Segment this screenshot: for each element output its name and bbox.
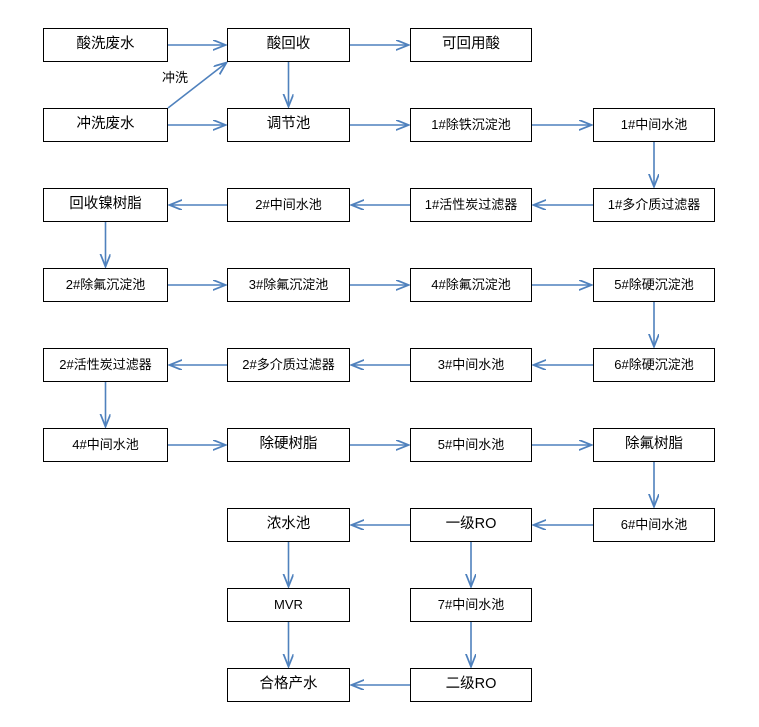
flow-node-n8[interactable]: 回收镍树脂 — [43, 188, 168, 222]
flow-node-label: 一级RO — [445, 516, 497, 533]
flow-node-label: 1#活性炭过滤器 — [424, 196, 518, 212]
flow-node-n20[interactable]: 4#中间水池 — [43, 428, 168, 462]
flow-node-n18[interactable]: 3#中间水池 — [410, 348, 532, 382]
flow-node-label: 浓水池 — [266, 516, 311, 533]
flow-node-label: 2#多介质过滤器 — [242, 356, 335, 372]
flow-node-n13[interactable]: 3#除氟沉淀池 — [227, 268, 350, 302]
flow-node-label: 冲洗废水 — [76, 116, 135, 133]
flow-node-label: 除硬树脂 — [259, 436, 318, 453]
flow-node-label: 调节池 — [266, 116, 311, 133]
flow-node-label: 酸回收 — [266, 36, 311, 53]
flow-node-n23[interactable]: 除氟树脂 — [593, 428, 715, 462]
flow-node-n11[interactable]: 1#多介质过滤器 — [593, 188, 715, 222]
flow-node-n9[interactable]: 2#中间水池 — [227, 188, 350, 222]
flow-node-label: 5#中间水池 — [437, 436, 505, 452]
flow-node-n28[interactable]: 7#中间水池 — [410, 588, 532, 622]
flow-node-label: 1#中间水池 — [620, 116, 688, 132]
flow-node-n3[interactable]: 可回用酸 — [410, 28, 532, 62]
flow-node-label: 7#中间水池 — [437, 596, 505, 612]
flow-node-n16[interactable]: 2#活性炭过滤器 — [43, 348, 168, 382]
flow-node-n4[interactable]: 冲洗废水 — [43, 108, 168, 142]
flow-node-label: 3#除氟沉淀池 — [248, 276, 329, 292]
flow-node-label: 1#除铁沉淀池 — [431, 116, 511, 132]
flow-node-n24[interactable]: 浓水池 — [227, 508, 350, 542]
flow-node-n6[interactable]: 1#除铁沉淀池 — [410, 108, 532, 142]
flow-node-label: 6#中间水池 — [620, 516, 688, 532]
flow-node-n5[interactable]: 调节池 — [227, 108, 350, 142]
flow-node-label: 1#多介质过滤器 — [607, 196, 701, 212]
flow-node-label: 二级RO — [445, 676, 497, 693]
flow-node-label: 合格产水 — [259, 676, 318, 693]
flow-node-label: MVR — [274, 596, 303, 612]
flow-node-n30[interactable]: 二级RO — [410, 668, 532, 702]
flow-node-n27[interactable]: MVR — [227, 588, 350, 622]
flow-node-label: 4#除氟沉淀池 — [431, 276, 511, 292]
flow-node-label: 酸洗废水 — [76, 36, 135, 53]
flow-edge-e5 — [167, 63, 226, 109]
flow-edge-label-e5: 冲洗 — [162, 70, 189, 85]
flow-node-n7[interactable]: 1#中间水池 — [593, 108, 715, 142]
flow-node-label: 4#中间水池 — [72, 436, 139, 452]
flow-node-n25[interactable]: 一级RO — [410, 508, 532, 542]
flow-node-n2[interactable]: 酸回收 — [227, 28, 350, 62]
flow-node-n15[interactable]: 5#除硬沉淀池 — [593, 268, 715, 302]
flow-node-n22[interactable]: 5#中间水池 — [410, 428, 532, 462]
flow-node-n17[interactable]: 2#多介质过滤器 — [227, 348, 350, 382]
flow-node-label: 除氟树脂 — [625, 436, 683, 453]
flow-node-n19[interactable]: 6#除硬沉淀池 — [593, 348, 715, 382]
flow-node-label: 3#中间水池 — [437, 356, 505, 372]
flow-node-label: 2#除氟沉淀池 — [65, 276, 146, 292]
flow-node-label: 回收镍树脂 — [69, 196, 142, 213]
flow-node-label: 5#除硬沉淀池 — [614, 276, 694, 292]
flow-node-label: 6#除硬沉淀池 — [614, 356, 694, 372]
flow-node-n29[interactable]: 合格产水 — [227, 668, 350, 702]
flow-node-label: 2#中间水池 — [255, 196, 322, 212]
flow-node-n26[interactable]: 6#中间水池 — [593, 508, 715, 542]
flow-node-n1[interactable]: 酸洗废水 — [43, 28, 168, 62]
flow-node-label: 2#活性炭过滤器 — [59, 356, 152, 372]
flow-node-n21[interactable]: 除硬树脂 — [227, 428, 350, 462]
flow-node-n10[interactable]: 1#活性炭过滤器 — [410, 188, 532, 222]
flow-node-n14[interactable]: 4#除氟沉淀池 — [410, 268, 532, 302]
flow-node-n12[interactable]: 2#除氟沉淀池 — [43, 268, 168, 302]
flow-node-label: 可回用酸 — [442, 36, 500, 53]
